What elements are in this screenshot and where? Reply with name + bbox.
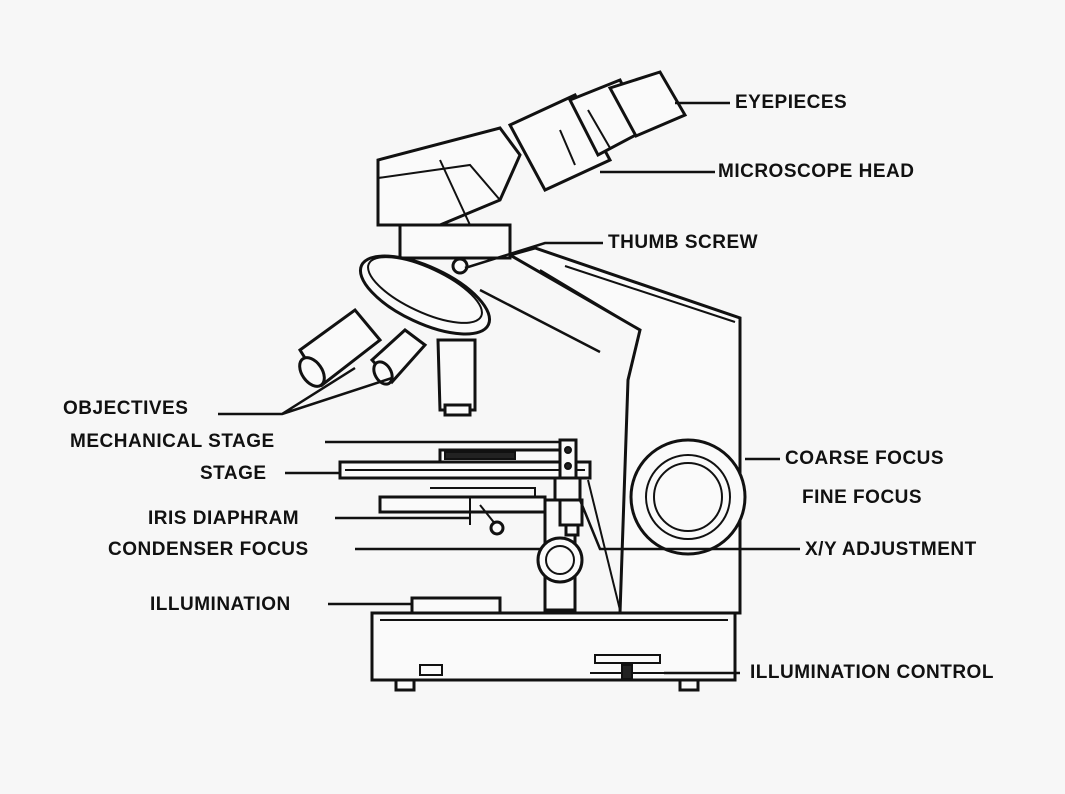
eyepiece-tubes: [507, 70, 688, 192]
nosepiece: [358, 254, 492, 336]
stage-plate: [338, 438, 592, 537]
thumb-screw-knob: [451, 257, 469, 275]
focus-knob: [629, 438, 747, 556]
label-objectives: OBJECTIVES: [63, 398, 189, 419]
label-illumination-control: ILLUMINATION CONTROL: [750, 662, 994, 683]
leader-lines: [218, 101, 800, 675]
microscope-base: [370, 596, 737, 692]
condenser-assembly: [378, 487, 547, 536]
label-coarse-focus: COARSE FOCUS: [785, 448, 945, 469]
objective-lenses: [297, 307, 477, 417]
label-xy-adjustment: X/Y ADJUSTMENT: [805, 539, 977, 560]
label-fine-focus: FINE FOCUS: [802, 487, 923, 508]
illumination-lamp: [410, 596, 502, 615]
condenser-focus-knob: [536, 536, 584, 584]
label-microscope-head: MICROSCOPE HEAD: [718, 161, 915, 182]
label-iris-diaphram: IRIS DIAPHRAM: [148, 508, 300, 529]
label-thumb-screw: THUMB SCREW: [608, 232, 759, 253]
label-stage: STAGE: [200, 463, 267, 484]
microscope-head-shape: [376, 126, 522, 275]
label-eyepieces: EYEPIECES: [735, 92, 848, 113]
label-illumination: ILLUMINATION: [150, 594, 291, 615]
illumination-control-slider: [621, 664, 633, 680]
label-condenser-focus: CONDENSER FOCUS: [108, 539, 309, 560]
label-mechanical-stage: MECHANICAL STAGE: [70, 431, 275, 452]
